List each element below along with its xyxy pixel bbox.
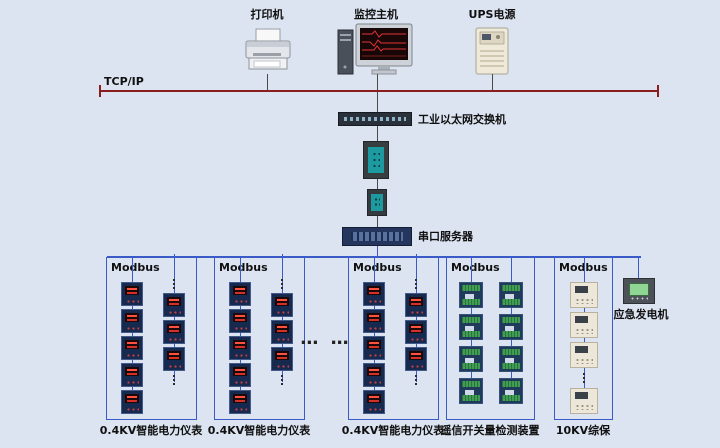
vertical-ellipsis — [569, 372, 599, 384]
tcpip-label: TCP/IP — [104, 75, 144, 88]
device-column — [455, 258, 487, 404]
connector-line — [492, 74, 493, 90]
printer-label: 打印机 — [250, 8, 284, 21]
power-meter-icon — [405, 293, 427, 317]
protection-relay-icon — [570, 342, 598, 368]
modbus-label: Modbus — [111, 261, 160, 274]
device-column — [569, 258, 599, 414]
modbus-branch-4: Modbus — [446, 257, 535, 420]
serial-server-label: 串口服务器 — [418, 230, 473, 243]
connector-line — [377, 126, 378, 141]
power-meter-icon — [229, 309, 251, 333]
power-meter-icon — [121, 282, 143, 306]
tcpip-bus-endcap — [657, 85, 659, 97]
device-column — [159, 254, 189, 386]
modbus-branch-1: Modbus — [106, 254, 197, 420]
printer-icon — [245, 28, 291, 70]
device-column — [117, 258, 147, 414]
power-meter-icon — [405, 347, 427, 371]
connector-line — [377, 216, 378, 227]
vertical-ellipsis — [401, 374, 431, 386]
io-module-icon — [459, 378, 483, 404]
io-module-icon — [459, 282, 483, 308]
device-column — [401, 254, 431, 386]
io-module-icon — [499, 346, 523, 372]
vertical-ellipsis — [267, 278, 297, 290]
tcpip-bus-line — [100, 90, 658, 92]
modbus-label: Modbus — [219, 261, 268, 274]
branch-caption-2: 0.4KV智能电力仪表 — [207, 424, 311, 437]
power-meter-icon — [405, 320, 427, 344]
protection-relay-icon — [570, 388, 598, 414]
generator-label: 应急发电机 — [613, 308, 669, 321]
monitoring-host-icon — [337, 23, 413, 75]
power-meter-icon — [229, 390, 251, 414]
protection-relay-icon — [570, 282, 598, 308]
branch-caption-3: 0.4KV智能电力仪表 — [341, 424, 445, 437]
connector-line — [377, 92, 378, 112]
device-column — [359, 258, 389, 414]
connector-line — [377, 74, 378, 90]
power-meter-icon — [363, 282, 385, 306]
modbus-branch-3: Modbus — [348, 254, 439, 420]
power-meter-icon — [271, 293, 293, 317]
io-module-icon — [499, 378, 523, 404]
power-meter-icon — [229, 282, 251, 306]
generator-controller-icon — [623, 278, 655, 304]
power-meter-icon — [121, 336, 143, 360]
io-module-icon — [499, 314, 523, 340]
ups-icon — [475, 27, 509, 75]
power-meter-icon — [363, 336, 385, 360]
device-column — [225, 258, 255, 414]
device-column — [267, 254, 297, 386]
device-column — [495, 258, 527, 404]
connector-line — [267, 74, 268, 90]
power-meter-icon — [163, 293, 185, 317]
ethernet-switch-icon — [338, 112, 412, 126]
serial-server-icon — [342, 227, 412, 246]
io-module-icon — [459, 314, 483, 340]
power-meter-icon — [121, 363, 143, 387]
fiber-switch-icon — [363, 141, 389, 179]
branch-caption-4: 遥信开关量检测装置 — [440, 424, 540, 437]
io-module-icon — [499, 282, 523, 308]
connector-line — [638, 258, 639, 278]
tcpip-bus-endcap — [99, 85, 101, 97]
modbus-branch-5: Modbus — [554, 257, 613, 420]
branch-caption-1: 0.4KV智能电力仪表 — [99, 424, 203, 437]
protection-relay-icon — [570, 312, 598, 338]
vertical-ellipsis — [401, 278, 431, 290]
power-meter-icon — [363, 309, 385, 333]
vertical-ellipsis — [159, 278, 189, 290]
modbus-label: Modbus — [451, 261, 500, 274]
media-converter-icon — [367, 189, 387, 216]
modbus-label: Modbus — [559, 261, 608, 274]
vertical-ellipsis — [159, 374, 189, 386]
power-meter-icon — [163, 320, 185, 344]
modbus-label: Modbus — [353, 261, 402, 274]
horizontal-ellipsis: … … — [300, 328, 352, 349]
ethernet-switch-label: 工业以太网交换机 — [418, 113, 506, 126]
power-meter-icon — [363, 363, 385, 387]
power-meter-icon — [271, 347, 293, 371]
branch-caption-5: 10KV综保 — [555, 424, 611, 437]
connector-line — [377, 179, 378, 189]
power-meter-icon — [163, 347, 185, 371]
ups-label: UPS电源 — [468, 8, 516, 21]
io-module-icon — [459, 346, 483, 372]
monitoring-host-label: 监控主机 — [354, 8, 398, 21]
power-meter-icon — [121, 390, 143, 414]
modbus-branch-2: Modbus — [214, 254, 305, 420]
power-meter-icon — [271, 320, 293, 344]
vertical-ellipsis — [267, 374, 297, 386]
connector-line — [377, 246, 378, 257]
power-meter-icon — [229, 363, 251, 387]
power-meter-icon — [121, 309, 143, 333]
power-meter-icon — [229, 336, 251, 360]
power-meter-icon — [363, 390, 385, 414]
